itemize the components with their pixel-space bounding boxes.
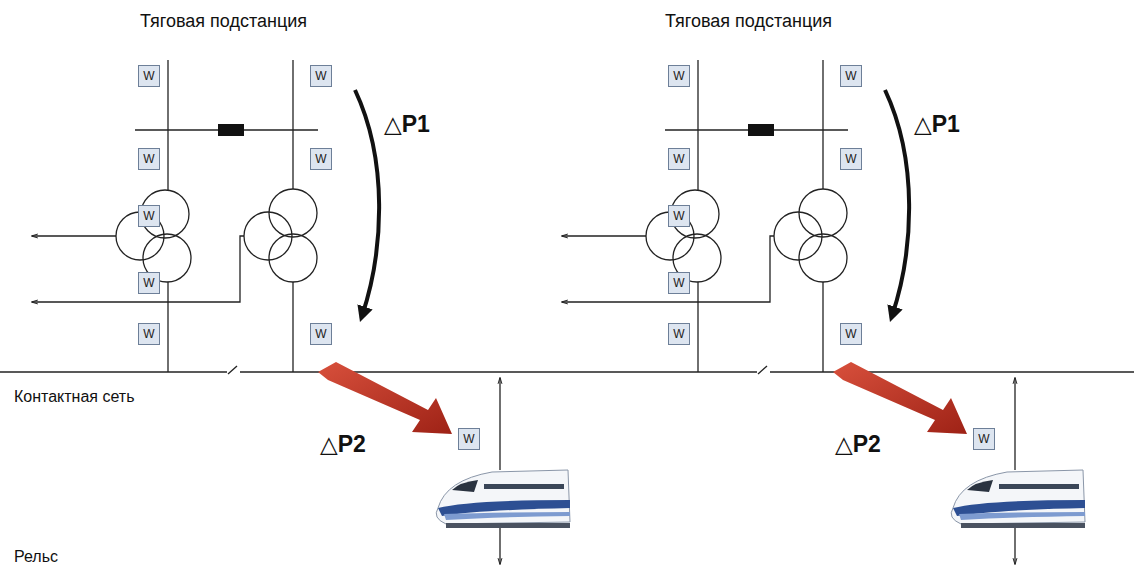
meter-box: W xyxy=(138,148,160,170)
meter-label: W xyxy=(315,70,326,82)
loss-label: △P1 xyxy=(914,112,960,137)
rail-label: Рельс xyxy=(14,548,58,566)
meter-box: W xyxy=(840,65,862,87)
contact-line xyxy=(0,366,1134,374)
meter-box: W xyxy=(310,65,332,87)
meter-label: W xyxy=(673,153,684,165)
meter-box: W xyxy=(138,65,160,87)
meter-label: W xyxy=(845,70,856,82)
power-flow-arrow xyxy=(318,362,967,434)
substation-title: Тяговая подстанция xyxy=(140,12,307,32)
meter-box: W xyxy=(840,323,862,345)
meter-box: W xyxy=(973,428,995,450)
meter-box: W xyxy=(458,428,480,450)
loss-label: △P1 xyxy=(384,112,430,137)
meter-label: W xyxy=(143,70,154,82)
loss-label: △P2 xyxy=(320,432,366,457)
meter-label: W xyxy=(463,433,474,445)
meter-label: W xyxy=(143,210,154,222)
meter-box: W xyxy=(668,323,690,345)
meter-box: W xyxy=(668,205,690,227)
meter-box: W xyxy=(138,205,160,227)
meter-label: W xyxy=(845,153,856,165)
loss-label: △P2 xyxy=(835,432,881,457)
meter-label: W xyxy=(143,153,154,165)
meter-box: W xyxy=(840,148,862,170)
meter-label: W xyxy=(673,328,684,340)
contact-network-label: Контактная сеть xyxy=(14,388,134,406)
meter-label: W xyxy=(143,328,154,340)
meter-box: W xyxy=(668,272,690,294)
meter-label: W xyxy=(673,210,684,222)
meter-label: W xyxy=(845,328,856,340)
meter-label: W xyxy=(673,277,684,289)
meter-box: W xyxy=(310,323,332,345)
meter-label: W xyxy=(978,433,989,445)
meter-box: W xyxy=(138,323,160,345)
meter-label: W xyxy=(315,153,326,165)
meter-box: W xyxy=(668,148,690,170)
meter-box: W xyxy=(668,65,690,87)
substation-title: Тяговая подстанция xyxy=(665,12,832,32)
meter-box: W xyxy=(310,148,332,170)
meter-label: W xyxy=(673,70,684,82)
meter-label: W xyxy=(315,328,326,340)
meter-box: W xyxy=(138,272,160,294)
meter-label: W xyxy=(143,277,154,289)
